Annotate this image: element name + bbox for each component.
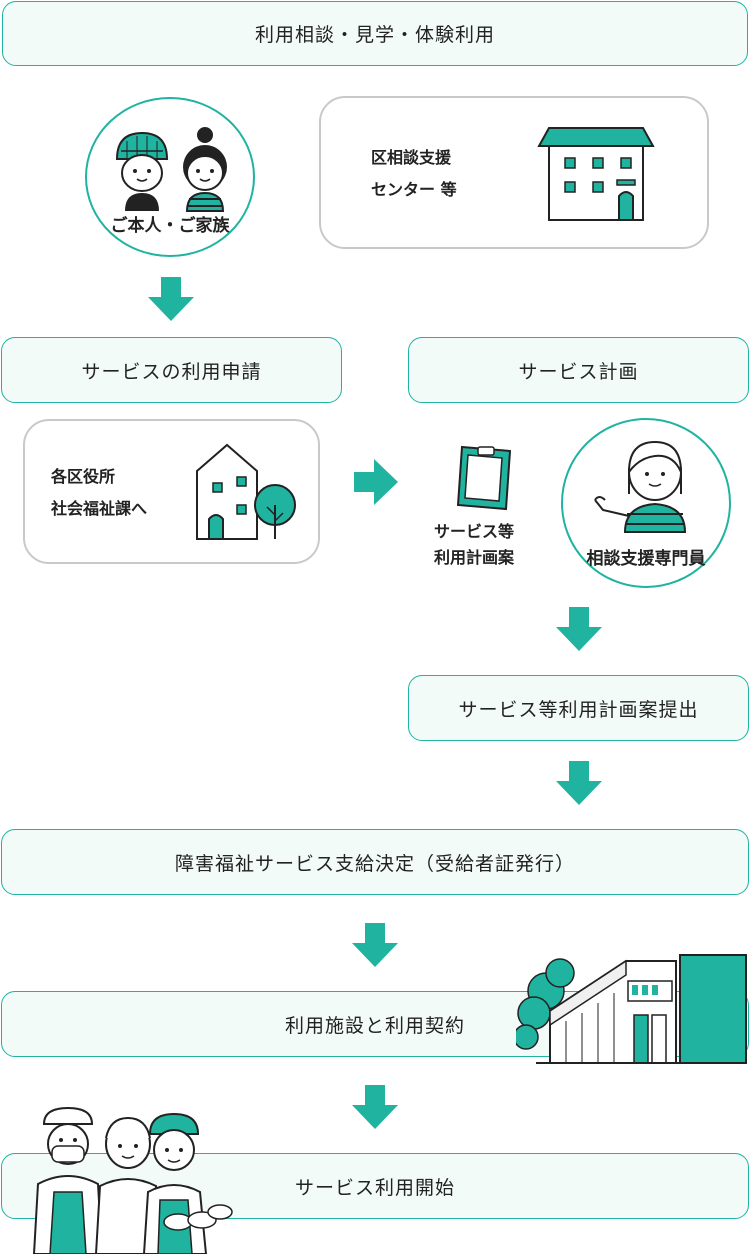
center-label-line2: センター 等 <box>371 180 457 199</box>
office-label-line1: 各区役所 <box>51 467 116 486</box>
specialist-circle: 相談支援専門員 <box>561 418 731 588</box>
right-arrow-icon <box>354 459 398 505</box>
step-submit: サービス等利用計画案提出 <box>408 675 749 741</box>
down-arrow-icon <box>352 923 398 967</box>
woman-gesturing-icon <box>594 440 687 533</box>
self-family-circle: ご本人・ご家族 <box>85 97 255 257</box>
down-arrow-icon <box>148 277 194 321</box>
two-people-icon <box>115 127 227 212</box>
house-icon <box>537 127 655 221</box>
step-decision: 障害福祉サービス支給決定（受給者証発行） <box>1 829 749 895</box>
step-plan-label: サービス計画 <box>518 360 639 383</box>
workers-group-icon <box>32 1106 233 1254</box>
step-apply-label: サービスの利用申請 <box>81 360 262 383</box>
center-label-line1: 区相談支援 <box>371 148 452 167</box>
step-contract-label: 利用施設と利用契約 <box>284 1014 465 1037</box>
ward-office-card: 各区役所 社会福祉課へ <box>23 419 320 564</box>
factory-building-icon <box>516 954 747 1064</box>
step-start-label: サービス利用開始 <box>294 1176 455 1199</box>
step-consult: 利用相談・見学・体験利用 <box>2 1 748 66</box>
plan-draft-label-line2: 利用計画案 <box>434 548 515 567</box>
step-submit-label: サービス等利用計画案提出 <box>458 698 699 721</box>
building-with-tree-icon <box>196 443 296 540</box>
self-family-label: ご本人・ご家族 <box>110 216 230 236</box>
specialist-label: 相談支援専門員 <box>586 549 706 569</box>
plan-draft-label-line1: サービス等 <box>434 522 515 541</box>
step-decision-label: 障害福祉サービス支給決定（受給者証発行） <box>174 852 575 875</box>
consultation-center-card: 区相談支援 センター 等 <box>319 96 709 249</box>
office-label-line2: 社会福祉課へ <box>51 499 148 518</box>
down-arrow-icon <box>556 607 602 651</box>
clipboard-icon <box>456 445 512 511</box>
step-consult-label: 利用相談・見学・体験利用 <box>254 24 495 46</box>
down-arrow-icon <box>352 1085 398 1129</box>
down-arrow-icon <box>556 761 602 805</box>
step-plan: サービス計画 <box>408 337 749 403</box>
step-apply: サービスの利用申請 <box>1 337 342 403</box>
